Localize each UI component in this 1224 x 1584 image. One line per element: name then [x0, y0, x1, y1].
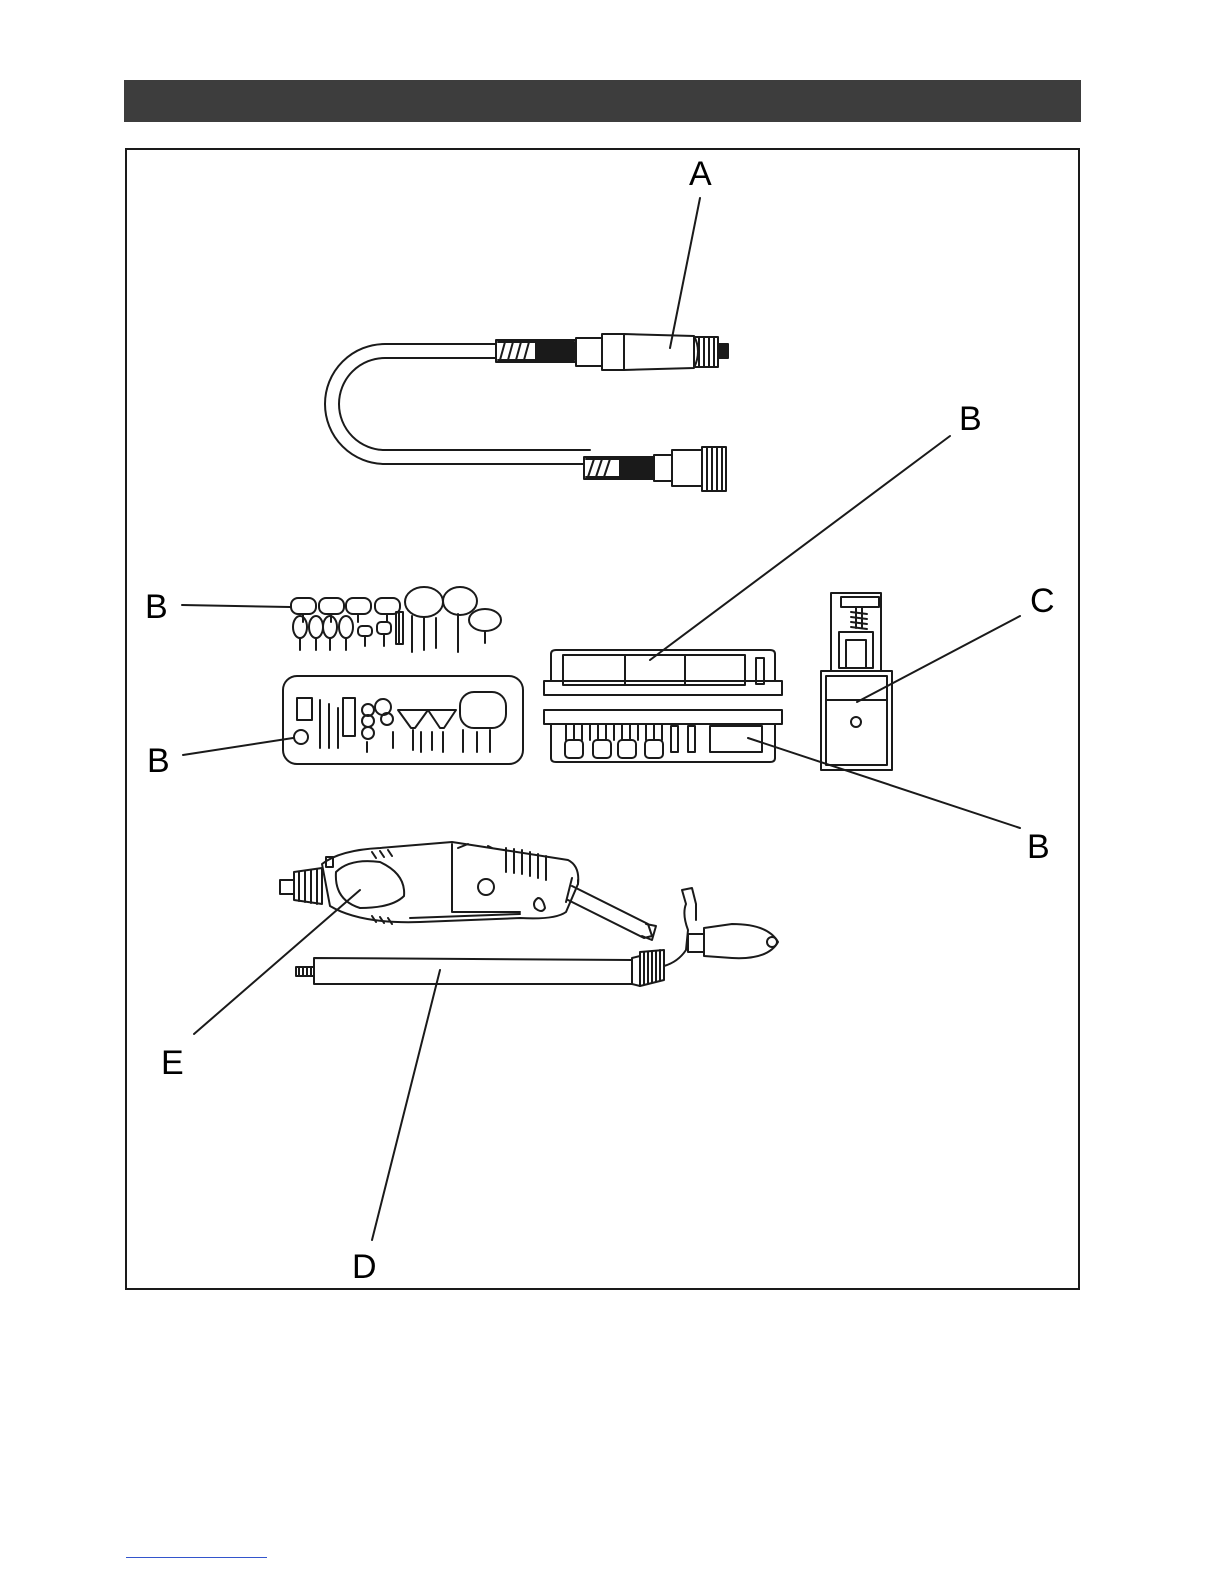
footer-rule	[126, 1557, 267, 1558]
flexible-shaft-drawing	[325, 198, 728, 491]
callout-b-case-left: B	[147, 742, 170, 780]
callout-b-box-bottom: B	[1027, 828, 1050, 866]
accessory-box-drawing	[544, 436, 1020, 828]
callout-e: E	[161, 1044, 184, 1082]
extension-drawing	[296, 888, 778, 1240]
bit-case-drawing	[183, 676, 523, 764]
callout-b-bits-left: B	[145, 588, 168, 626]
vice-clamp-drawing	[821, 593, 1020, 770]
callout-a: A	[689, 155, 712, 193]
callout-b-box-top: B	[959, 400, 982, 438]
loose-bits-drawing	[182, 587, 501, 652]
rotary-tool-drawing	[194, 842, 656, 1034]
callout-c: C	[1030, 582, 1055, 620]
callout-d: D	[352, 1248, 377, 1286]
